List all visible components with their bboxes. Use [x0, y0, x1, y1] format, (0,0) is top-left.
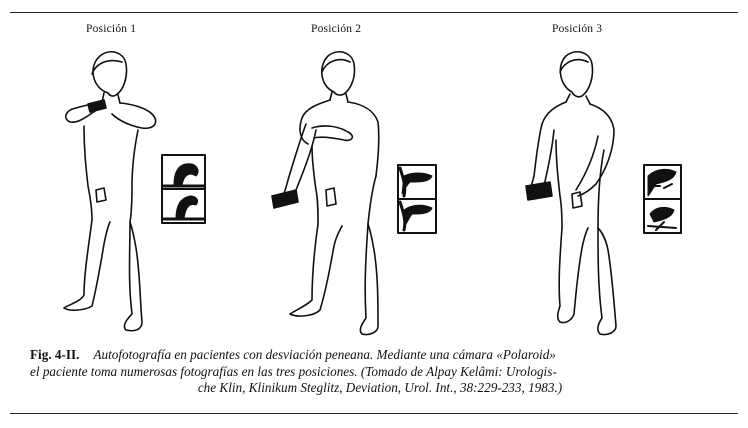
caption-text-1: Autofotografía en pacientes con desviaci…: [93, 347, 556, 362]
position-1-label: Posición 1: [86, 23, 137, 35]
figure-3-man: [525, 51, 617, 336]
caption-line-2: el paciente toma numerosas fotografías e…: [30, 363, 557, 379]
bottom-rule: [10, 413, 738, 414]
figure-2-man: [271, 51, 380, 336]
position-3-label: Posición 3: [552, 23, 603, 35]
figure-number: Fig. 4-II.: [30, 347, 80, 362]
top-rule: [10, 12, 738, 13]
figure-1-inset: [161, 154, 206, 224]
figure-3-inset: [643, 164, 682, 234]
figure-2-inset: [397, 164, 437, 234]
figure-illustration: [63, 51, 682, 336]
figure-1-man: [63, 51, 157, 332]
figure-caption: Fig. 4-II. Autofotografía en pacientes co…: [30, 347, 730, 397]
caption-line-3: che Klin, Klinikum Steglitz, Deviation, …: [197, 380, 563, 395]
caption-line-1: Fig. 4-II. Autofotografía en pacientes co…: [30, 347, 730, 364]
position-2-label: Posición 2: [311, 23, 362, 35]
